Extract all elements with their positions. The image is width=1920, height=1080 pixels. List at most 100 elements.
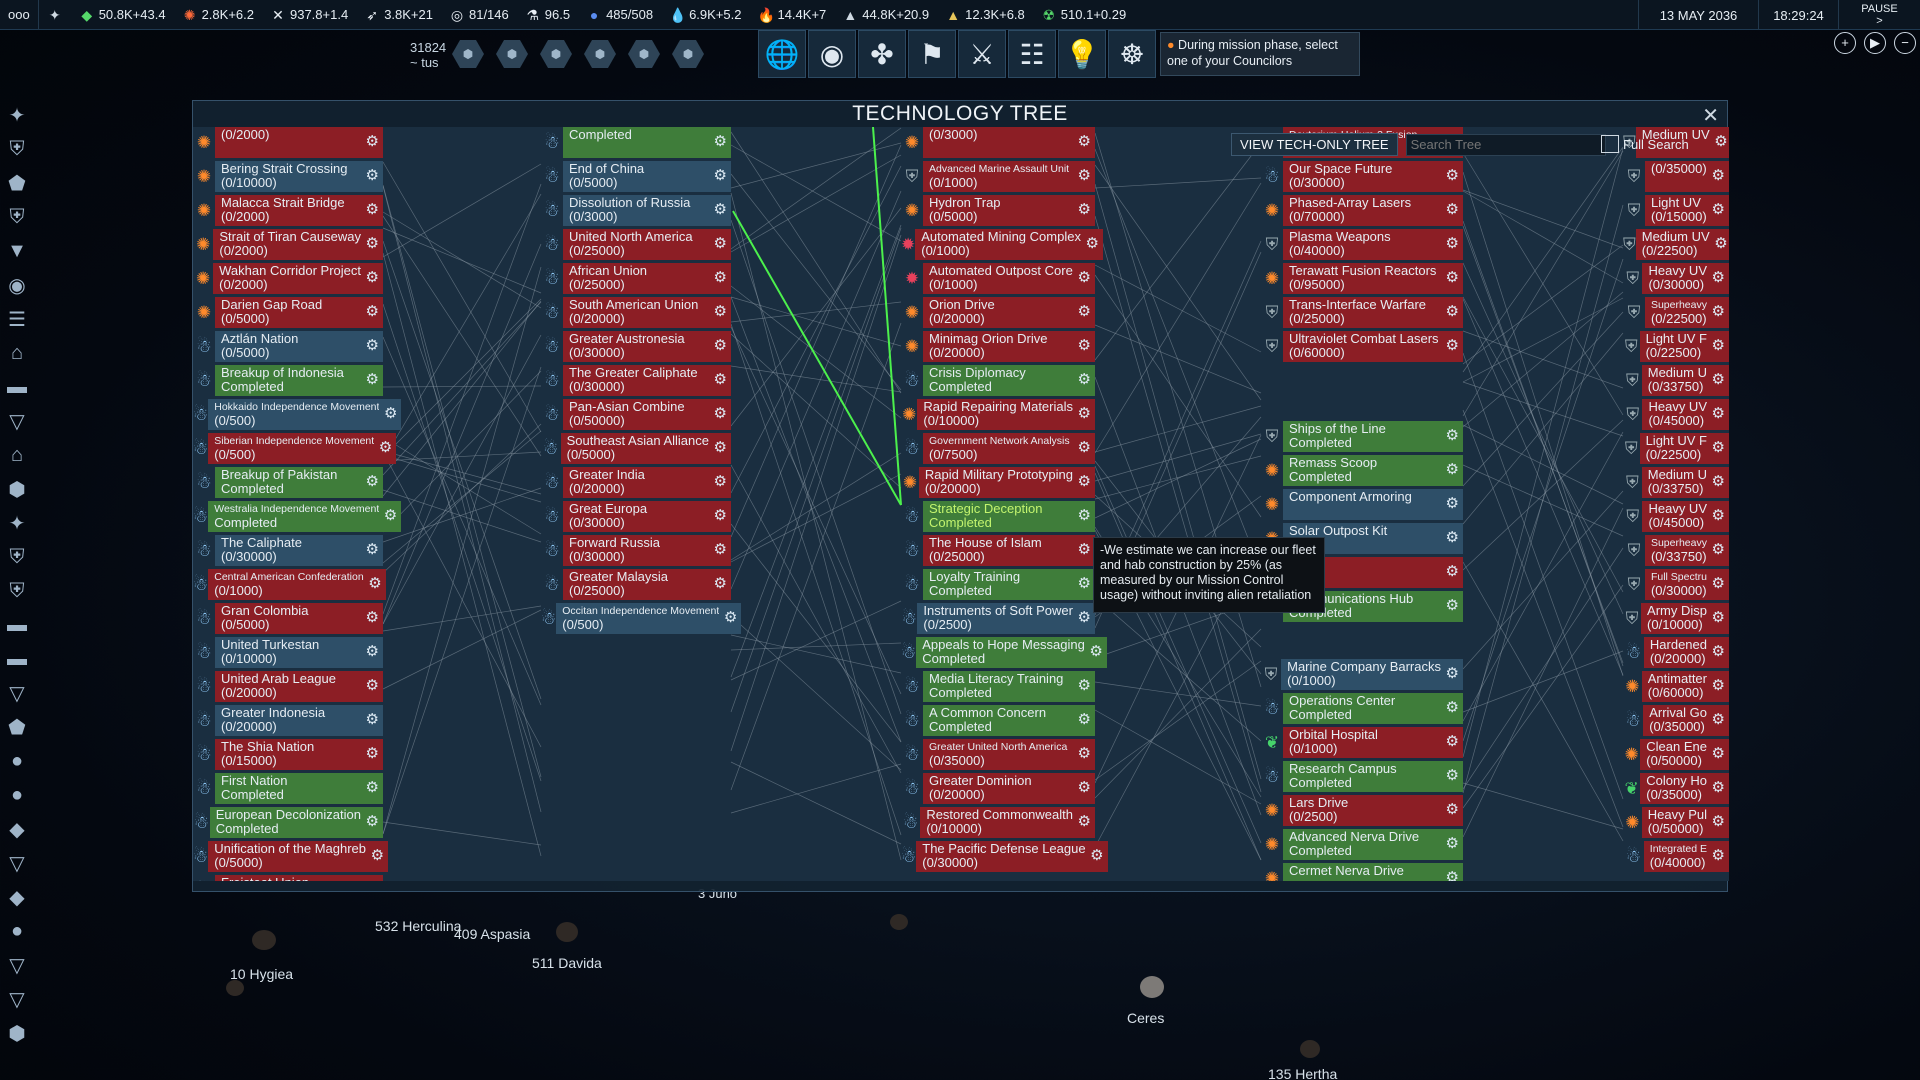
tech-node[interactable]: ☃United North America(0/25000)⚙ <box>541 229 731 260</box>
faction-icon[interactable]: ⬟ <box>8 716 26 739</box>
councilor-hex-2[interactable]: ⬢ <box>496 40 528 68</box>
tech-node[interactable]: ⛨Marine Company Barracks(0/1000)⚙ <box>1261 659 1463 690</box>
gear-icon[interactable]: ⚙ <box>1445 801 1459 818</box>
tech-node[interactable]: ☃Dissolution of Russia(0/3000)⚙ <box>541 195 731 226</box>
gear-icon[interactable]: ⚙ <box>1077 677 1091 694</box>
tech-node[interactable]: ⛨(0/35000)⚙ <box>1623 161 1729 192</box>
tech-node[interactable]: ☃Great Europa(0/30000)⚙ <box>541 501 731 532</box>
gear-icon[interactable]: ⚙ <box>1445 269 1459 286</box>
gear-icon[interactable]: ⚙ <box>1445 461 1459 478</box>
faction-icon[interactable]: ▬ <box>7 647 27 670</box>
gear-icon[interactable]: ⚙ <box>1077 269 1091 286</box>
tech-node[interactable]: ☃Completed⚙ <box>541 127 731 158</box>
tech-node[interactable]: ⛨Superheavy(0/22500)⚙ <box>1623 297 1729 328</box>
gear-icon[interactable]: ⚙ <box>1711 371 1725 388</box>
tech-node[interactable]: ⛨Superheavy(0/33750)⚙ <box>1623 535 1729 566</box>
faction-icon[interactable]: ⛨ <box>9 205 25 228</box>
tech-node[interactable]: ☃United Turkestan(0/10000)⚙ <box>193 637 383 668</box>
globe-icon[interactable]: 🌐 <box>758 30 806 78</box>
gear-icon[interactable]: ⚙ <box>1445 699 1459 716</box>
gear-icon[interactable]: ⚙ <box>1711 439 1725 456</box>
tech-node[interactable]: ✺(0/3000)⚙ <box>901 127 1095 158</box>
faction-icon[interactable]: ✦ <box>8 104 26 127</box>
gear-icon[interactable]: ⚙ <box>1714 235 1728 252</box>
faction-icon[interactable]: ▼ <box>7 239 27 262</box>
resource-influence[interactable]: ✺2.8K+6.2 <box>174 0 262 30</box>
resource-water[interactable]: 💧6.9K+5.2 <box>661 0 749 30</box>
tech-node[interactable]: ☃Greater Indonesia(0/20000)⚙ <box>193 705 383 736</box>
tech-node[interactable]: ✺Rapid Repairing Materials(0/10000)⚙ <box>901 399 1095 430</box>
gear-icon[interactable]: ⚙ <box>1077 133 1091 150</box>
gear-icon[interactable]: ⚙ <box>365 745 379 762</box>
gear-icon[interactable]: ⚙ <box>1711 405 1725 422</box>
tech-node[interactable]: ❦Colony Ho(0/35000)⚙ <box>1623 773 1729 804</box>
gear-icon[interactable]: ⚙ <box>1077 405 1091 422</box>
tech-node[interactable]: ✺Phased-Array Lasers(0/70000)⚙ <box>1261 195 1463 226</box>
gear-icon[interactable]: ⚙ <box>1711 847 1725 864</box>
gear-icon[interactable]: ⚙ <box>1711 201 1725 218</box>
faction-icon[interactable]: ⌂ <box>10 341 24 364</box>
tech-node[interactable]: ☃Southeast Asian Alliance(0/5000)⚙ <box>541 433 731 464</box>
tech-node[interactable]: ☃Greater India(0/20000)⚙ <box>541 467 731 498</box>
gear-icon[interactable]: ⚙ <box>1445 767 1459 784</box>
gear-icon[interactable]: ⚙ <box>1445 427 1459 444</box>
tech-node[interactable]: ⛨Light UV(0/15000)⚙ <box>1623 195 1729 226</box>
tech-node[interactable]: ✺Minimag Orion Drive(0/20000)⚙ <box>901 331 1095 362</box>
play-button[interactable]: ▶ <box>1864 32 1886 54</box>
gear-icon[interactable]: ⚙ <box>713 269 727 286</box>
tech-node[interactable]: ⛨Heavy UV(0/45000)⚙ <box>1623 501 1729 532</box>
tech-node[interactable]: ✺Clean Ene(0/50000)⚙ <box>1623 739 1729 770</box>
gear-icon[interactable]: ⚙ <box>1711 167 1725 184</box>
tech-node[interactable]: ☃Our Space Future(0/30000)⚙ <box>1261 161 1463 192</box>
faction-icon[interactable]: ● <box>10 749 24 772</box>
swords-icon[interactable]: ⚔ <box>958 30 1006 78</box>
tech-node[interactable]: ☃The Caliphate(0/30000)⚙ <box>193 535 383 566</box>
faction-icon[interactable]: ⬢ <box>8 478 26 501</box>
resource-fissiles[interactable]: ☢510.1+0.29 <box>1033 0 1134 30</box>
tech-node[interactable]: ☃African Union(0/25000)⚙ <box>541 263 731 294</box>
gear-icon[interactable]: ⚙ <box>1445 835 1459 852</box>
gear-icon[interactable]: ⚙ <box>365 201 379 218</box>
tech-node[interactable]: ✹Automated Mining Complex(0/1000)⚙ <box>901 229 1103 260</box>
tech-node[interactable]: ☃Aztlán Nation(0/5000)⚙ <box>193 331 383 362</box>
gear-icon[interactable]: ⚙ <box>713 303 727 320</box>
tech-node[interactable]: ☃Freistaat Union(0/2000)⚙ <box>193 875 383 881</box>
faction-icon[interactable]: ▽ <box>9 988 25 1011</box>
tech-node[interactable]: ⛨Advanced Marine Assault Unit(0/1000)⚙ <box>901 161 1095 192</box>
tech-node[interactable]: ☃Greater Malaysia(0/25000)⚙ <box>541 569 731 600</box>
gear-icon[interactable]: ⚙ <box>713 439 727 456</box>
tech-node[interactable]: ✺Bering Strait Crossing(0/10000)⚙ <box>193 161 383 192</box>
tech-node[interactable]: ⛨Trans-Interface Warfare(0/25000)⚙ <box>1261 297 1463 328</box>
gear-icon[interactable]: ⚙ <box>1445 733 1459 750</box>
faction-icon[interactable]: ⛨ <box>9 579 25 602</box>
tech-node[interactable]: ✺Darien Gap Road(0/5000)⚙ <box>193 297 383 328</box>
tech-node[interactable]: ✺Strait of Tiran Causeway(0/2000)⚙ <box>193 229 383 260</box>
gear-icon[interactable]: ⚙ <box>365 779 379 796</box>
tech-node[interactable]: ✺Malacca Strait Bridge(0/2000)⚙ <box>193 195 383 226</box>
gear-icon[interactable]: ⚙ <box>1711 337 1725 354</box>
tech-node[interactable]: ✹Automated Outpost Core(0/1000)⚙ <box>901 263 1095 294</box>
slow-down-button[interactable]: − <box>1894 32 1916 54</box>
gear-icon[interactable]: ⚙ <box>1077 201 1091 218</box>
gear-icon[interactable]: ⚙ <box>365 473 379 490</box>
gear-icon[interactable]: ⚙ <box>1445 597 1459 614</box>
gear-icon[interactable]: ⚙ <box>713 507 727 524</box>
gear-icon[interactable]: ⚙ <box>1077 473 1091 490</box>
map-label-ceres[interactable]: Ceres <box>1127 1010 1165 1026</box>
gear-icon[interactable]: ⚙ <box>713 167 727 184</box>
tech-node[interactable]: ✺Orion Drive(0/20000)⚙ <box>901 297 1095 328</box>
faction-icon[interactable]: ⬢ <box>8 1022 26 1045</box>
gear-icon[interactable]: ⚙ <box>370 847 385 864</box>
faction-icon[interactable]: ◆ <box>9 818 25 841</box>
gear-icon[interactable]: ⚙ <box>1077 575 1091 592</box>
gear-icon[interactable]: ⚙ <box>1445 337 1459 354</box>
resource-volatiles[interactable]: 🔥14.4K+7 <box>749 0 834 30</box>
faction-icon[interactable]: ◉ <box>8 274 26 297</box>
main-menu-button[interactable]: ooo <box>0 0 38 30</box>
faction-icon[interactable]: ● <box>10 783 24 806</box>
